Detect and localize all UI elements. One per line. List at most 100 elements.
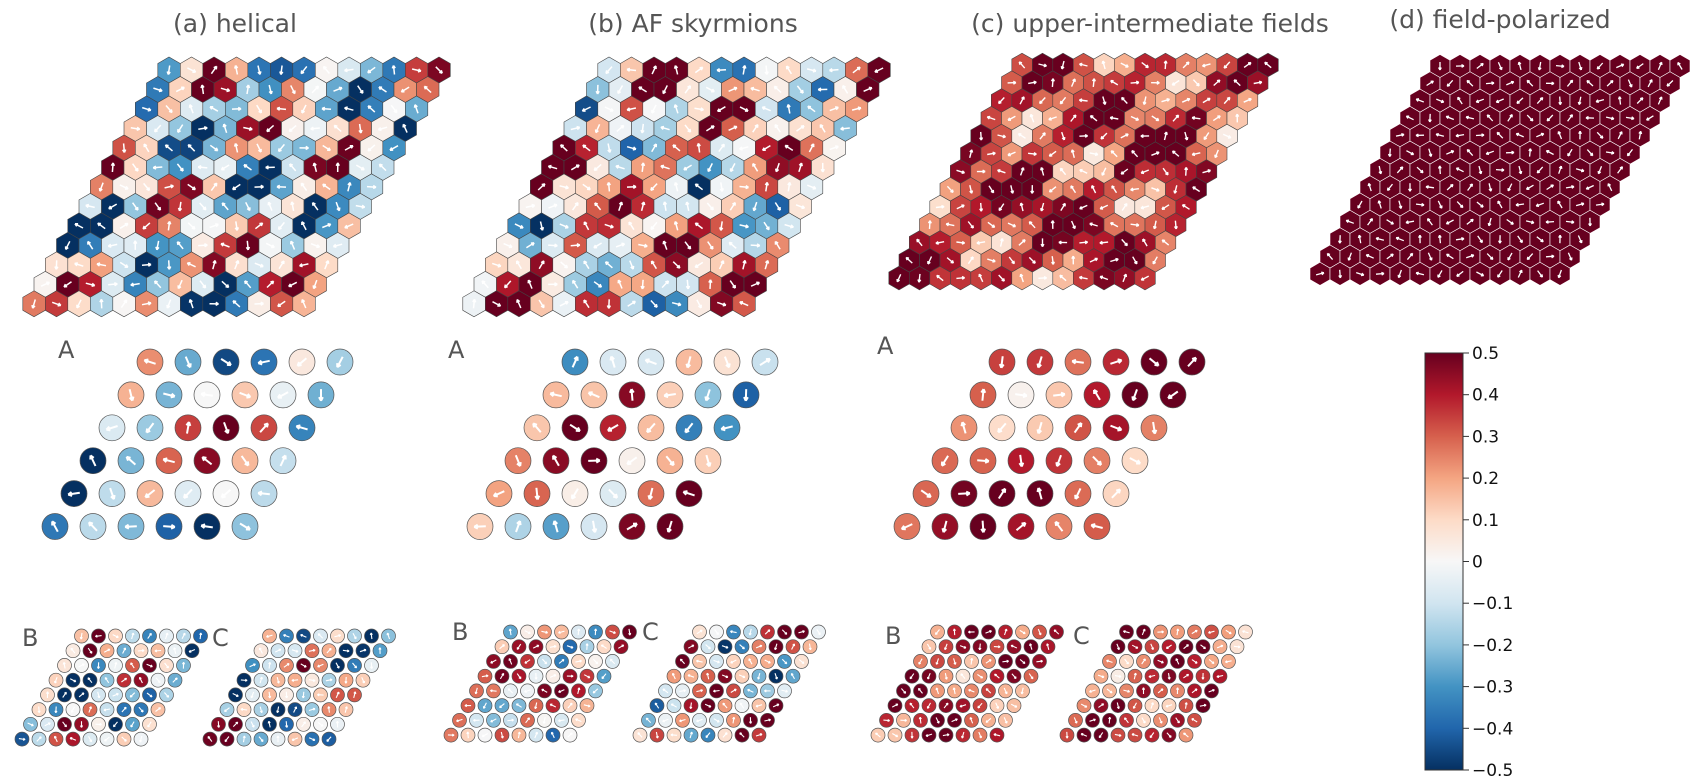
spin-site-arrowhead — [970, 716, 973, 720]
hex-cell-arrowhead — [1428, 119, 1431, 123]
hex-cell-arrowhead — [936, 274, 940, 277]
spin-site-arrowhead — [89, 651, 93, 654]
hex-cell-arrowhead — [576, 244, 581, 248]
hex-cell-arrowhead — [1029, 221, 1033, 224]
hex-cell-arrowhead — [291, 91, 296, 95]
spin-site-arrowhead — [276, 710, 278, 713]
spin-site-arrowhead — [534, 706, 536, 709]
hex-cell-arrowhead — [1378, 200, 1382, 204]
spin-site-arrowhead — [532, 422, 538, 426]
hex-cell-arrowhead — [1033, 153, 1037, 156]
spin-site-arrowhead — [163, 457, 168, 461]
spin-site-arrowhead — [748, 658, 752, 661]
hex-cell-arrowhead — [202, 286, 206, 289]
spin-site-arrowhead — [1093, 719, 1096, 722]
hex-cell-arrowhead — [1595, 99, 1599, 103]
hex-cell-arrowhead — [1560, 165, 1563, 170]
hex-cell-arrowhead — [606, 305, 610, 309]
hex-cell-arrowhead — [1589, 154, 1593, 157]
spin-site-arrowhead — [1221, 645, 1224, 648]
hex-cell-arrowhead — [729, 241, 733, 244]
spin-site-arrowhead — [1029, 643, 1033, 646]
spin-site-arrowhead — [630, 388, 635, 394]
hex-cell-arrowhead — [835, 145, 839, 150]
hex-cell-arrowhead — [1455, 133, 1459, 137]
hex-cell-arrowhead — [1196, 84, 1200, 87]
spin-site-arrowhead — [291, 738, 294, 741]
hex-cell-arrowhead — [1429, 257, 1432, 261]
hex-cell-arrowhead — [752, 207, 755, 211]
spin-site-arrowhead — [236, 721, 239, 725]
hex-cell-arrowhead — [1040, 167, 1044, 171]
hex-cell-arrowhead — [540, 305, 545, 309]
hex-cell-arrowhead — [1585, 115, 1589, 119]
hex-cell-arrowhead — [1561, 65, 1565, 69]
spin-site-arrowhead — [1109, 716, 1112, 720]
hex-cell-arrowhead — [651, 260, 655, 264]
hex-cell-arrowhead — [147, 263, 152, 267]
hex-cell-arrowhead — [1060, 66, 1063, 70]
hex-cell-arrowhead — [225, 285, 229, 289]
spin-site-arrowhead — [220, 493, 224, 498]
hex-cell-arrowhead — [234, 143, 239, 147]
spin-site-arrowhead — [170, 395, 175, 399]
hex-cell-arrowhead — [1234, 79, 1238, 82]
hex-cell-arrowhead — [906, 256, 910, 259]
spin-site-arrowhead — [279, 648, 282, 652]
panel-c-hex-lattice — [888, 52, 1279, 291]
spin-site-arrowhead — [595, 662, 598, 665]
hex-cell-arrowhead — [969, 190, 973, 194]
spin-site-arrowhead — [1124, 717, 1127, 720]
hex-cell-arrowhead — [531, 204, 536, 209]
hex-cell-arrow — [1476, 271, 1484, 277]
hex-cell-arrowhead — [1461, 65, 1465, 68]
colorbar-tick-label: 0.1 — [1472, 511, 1499, 531]
hex-cell-arrowhead — [766, 182, 770, 186]
spin-site-arrowhead — [154, 649, 158, 652]
hex-cell-arrowhead — [1607, 183, 1611, 186]
hex-cell-arrowhead — [1030, 113, 1034, 117]
spin-site-arrowhead — [370, 666, 373, 669]
hex-cell-arrowhead — [134, 169, 139, 172]
hex-cell-arrowhead — [377, 126, 382, 131]
spin-site-arrowhead — [610, 355, 615, 361]
hex-cell-arrowhead — [1425, 185, 1429, 188]
hex-cell-arrowhead — [744, 260, 747, 264]
hex-cell-arrowhead — [1431, 80, 1434, 84]
hex-cell-arrowhead — [594, 202, 599, 205]
hex-cell-arrowhead — [1032, 261, 1036, 264]
spin-site-arrowhead — [519, 731, 521, 735]
hex-cell-arrowhead — [1636, 65, 1639, 69]
hex-cell-arrowhead — [787, 104, 791, 108]
spin-site-arrowhead — [1040, 660, 1043, 663]
hex-cell-arrow — [1507, 114, 1513, 122]
hex-cell-arrowhead — [142, 225, 145, 230]
hex-cell-arrowhead — [643, 201, 646, 206]
spin-site-arrowhead — [903, 691, 906, 694]
hex-cell-arrowhead — [1535, 203, 1539, 207]
hex-cell-arrowhead — [1185, 167, 1189, 171]
panel-c-zoom-c — [1059, 624, 1253, 743]
hex-cell-arrow — [1456, 270, 1464, 277]
spin-site-arrowhead — [982, 388, 987, 394]
hex-cell-arrowhead — [640, 285, 644, 290]
hex-cell-arrowhead — [799, 91, 804, 94]
spin-site-arrowhead — [730, 660, 733, 664]
spin-site-arrowhead — [725, 364, 730, 369]
spin-site-arrowhead — [336, 666, 340, 669]
hex-cell-arrowhead — [788, 182, 792, 186]
hex-cell-arrowhead — [1578, 67, 1582, 71]
hex-cell-arrowhead — [697, 305, 702, 309]
hex-cell-arrowhead — [1007, 117, 1011, 121]
spin-site-arrowhead — [379, 647, 382, 650]
hex-cell-arrowhead — [719, 188, 723, 192]
hex-cell-arrowhead — [226, 90, 230, 93]
spin-site-arrowhead — [37, 710, 40, 714]
label-b-panel-b: B — [452, 618, 468, 646]
spin-site-arrowhead — [1151, 647, 1154, 651]
hex-cell-arrowhead — [610, 226, 614, 229]
spin-site-arrowhead — [508, 658, 512, 661]
spin-site-arrowhead — [1006, 660, 1009, 663]
hex-cell-arrowhead — [276, 106, 281, 110]
panel-b-zoom-c — [632, 624, 826, 743]
